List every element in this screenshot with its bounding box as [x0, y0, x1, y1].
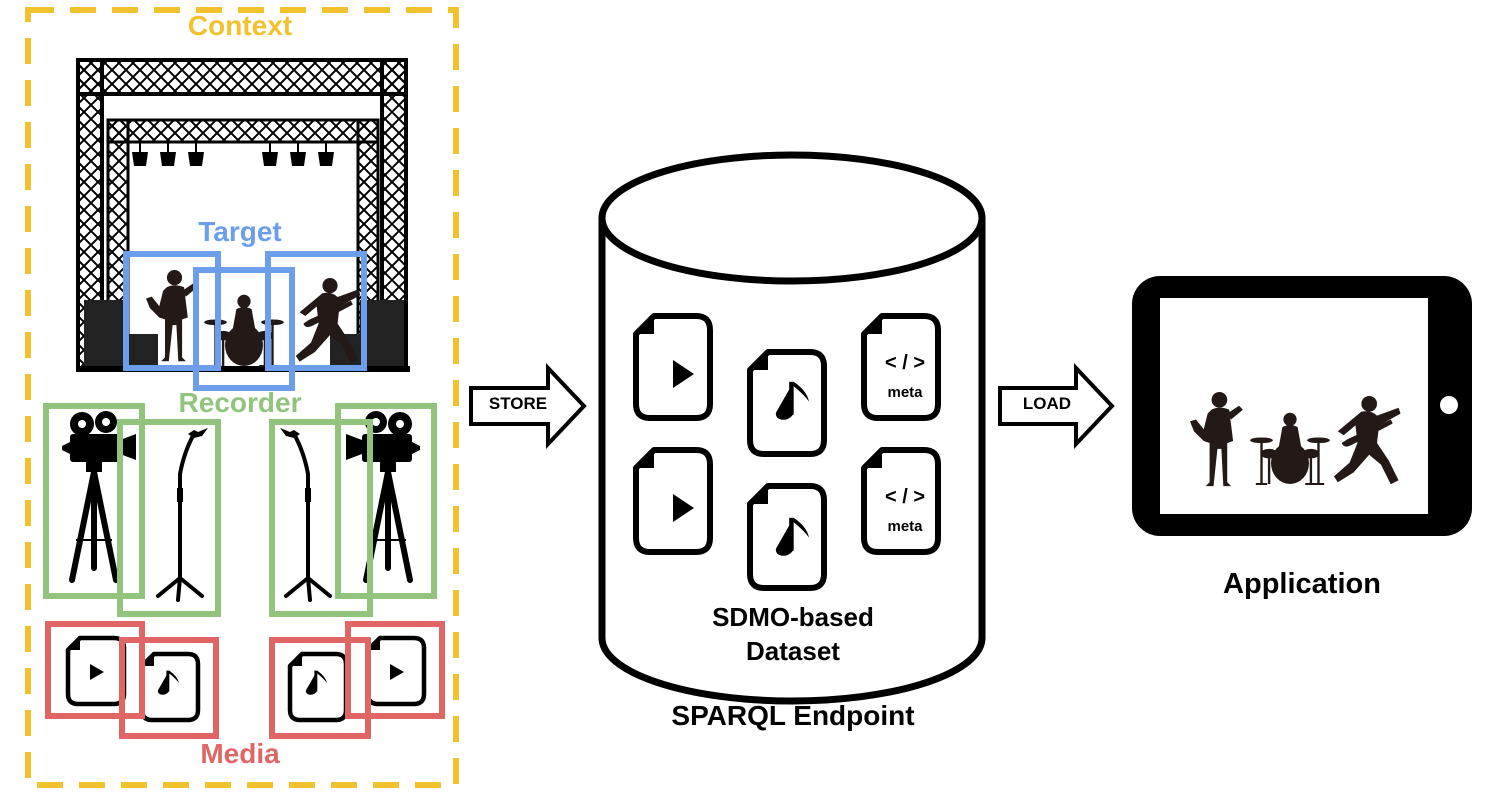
store-arrow [469, 362, 587, 450]
meta-tag-text: < / > [884, 486, 926, 508]
target-label: Target [198, 216, 282, 247]
microphone-stand-icon [278, 426, 332, 602]
load-label: LOAD [1022, 394, 1072, 413]
dataset-label: SDMO-based Dataset [712, 602, 874, 666]
microphone-stand-icon [156, 426, 210, 602]
store-label: STORE [488, 394, 548, 413]
media-boxes [45, 621, 445, 739]
audio-file-icon [750, 486, 824, 588]
meta-word-text: meta [887, 384, 923, 401]
load-arrow [998, 362, 1115, 450]
context-frame [25, 7, 459, 788]
video-file-icon [68, 638, 124, 704]
concert-stage-truss-icon [76, 58, 410, 372]
recorder-label: Recorder [178, 387, 302, 418]
film-camera-on-tripod-icon [62, 411, 136, 580]
context-label: Context [187, 10, 293, 41]
audio-file-icon [142, 654, 198, 720]
meta-tag-text: < / > [884, 352, 926, 374]
video-file-icon [636, 450, 710, 552]
video-file-icon [636, 316, 710, 418]
recorder-boxes [43, 403, 437, 617]
video-file-icon [368, 638, 424, 704]
audio-file-icon [290, 654, 346, 720]
endpoint-label: SPARQL Endpoint [671, 700, 915, 731]
film-camera-on-tripod-icon [346, 411, 420, 580]
tablet-device-icon [1132, 276, 1472, 536]
meta-word-text: meta [887, 518, 923, 535]
media-label: Media [200, 738, 280, 769]
audio-file-icon [750, 352, 824, 454]
target-boxes [123, 251, 367, 391]
application-label: Application [1223, 568, 1381, 600]
